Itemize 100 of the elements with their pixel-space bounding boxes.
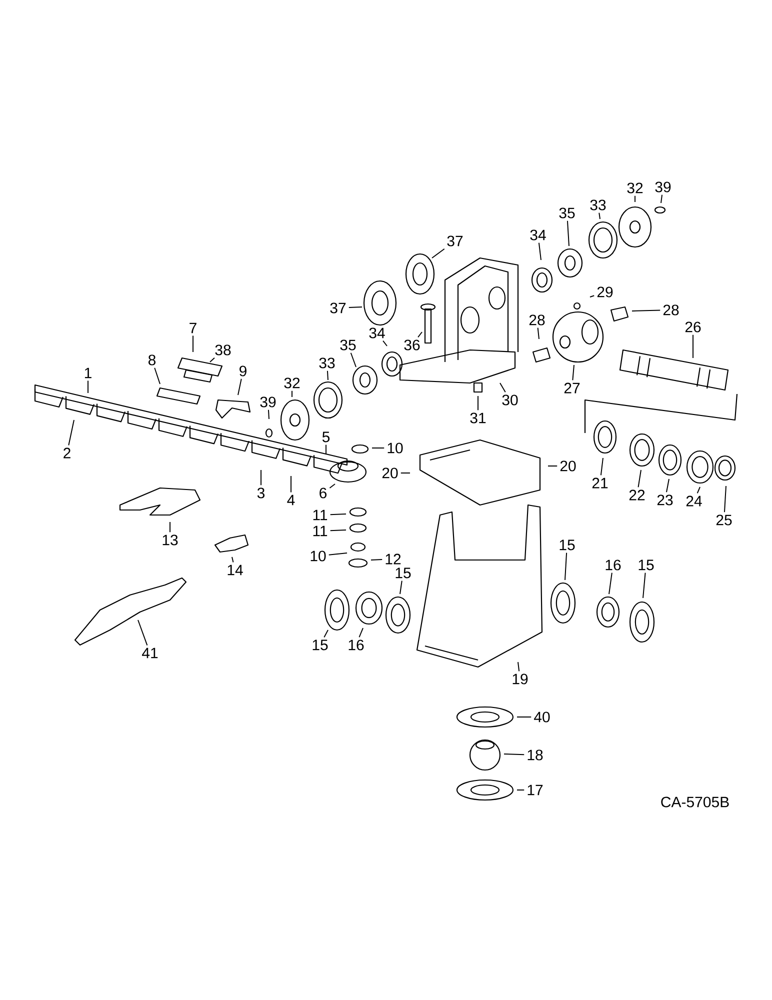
leader-line: [634, 195, 636, 202]
callout-number: 30: [502, 394, 518, 406]
callout-number: 34: [530, 230, 546, 240]
callout-number: 21: [592, 478, 608, 488]
callout-number: 31: [470, 412, 486, 424]
callout-number: 34: [369, 328, 385, 338]
callout-number: 23: [657, 494, 673, 506]
leader-line: [632, 310, 661, 312]
callout-number: 17: [528, 784, 543, 796]
callout-number: 11: [313, 526, 328, 536]
callout-number: 32: [627, 182, 643, 194]
callout-number: 28: [663, 304, 679, 316]
callout-number: 33: [590, 200, 606, 210]
leader-line: [600, 458, 604, 476]
leader-line: [642, 572, 646, 598]
leader-line: [238, 378, 242, 396]
leader-line: [572, 364, 574, 381]
callout-number: 7: [190, 322, 196, 334]
leader-line: [516, 716, 532, 718]
leader-line: [724, 486, 726, 513]
leader-line: [350, 352, 356, 368]
callout-number: 26: [685, 322, 701, 332]
callout-number: 36: [404, 340, 420, 350]
callout-number: 8: [148, 354, 156, 366]
leader-line: [268, 409, 270, 420]
leader-line: [566, 220, 570, 246]
callout-number: 35: [559, 208, 575, 218]
callout-number: 16: [348, 640, 364, 650]
leader-line: [538, 242, 542, 260]
callout-number: 33: [319, 358, 335, 368]
callout-number: 28: [529, 314, 545, 326]
leader-line: [192, 335, 194, 352]
callout-number: 37: [330, 302, 346, 314]
leader-line: [696, 486, 700, 494]
leader-line: [330, 530, 346, 532]
callout-number: 19: [512, 674, 528, 684]
leader-line: [260, 470, 262, 486]
callout-number: 15: [638, 560, 654, 570]
leader-line: [370, 559, 383, 560]
leader-line: [590, 295, 595, 298]
callout-number: 4: [287, 494, 295, 506]
leader-line: [328, 552, 348, 556]
callout-number: 16: [606, 560, 621, 570]
callout-number: 22: [629, 490, 645, 500]
leader-line: [326, 370, 328, 380]
leader-line: [400, 472, 410, 474]
leader-line: [210, 357, 215, 362]
callout-number: 10: [310, 550, 326, 562]
drawing-number: CA-5705B: [661, 796, 729, 808]
leader-line: [518, 662, 520, 672]
callout-number: 27: [564, 382, 580, 394]
callout-number: 14: [228, 564, 243, 576]
callout-number: 9: [240, 366, 246, 376]
callout-number: 40: [534, 712, 550, 722]
callout-number: 32: [284, 378, 300, 388]
callout-number: 5: [322, 432, 330, 442]
callout-number: 2: [64, 448, 70, 458]
leader-line: [358, 628, 364, 638]
callout-number: 41: [142, 648, 158, 658]
callout-number: 39: [260, 396, 276, 408]
callout-number: 37: [447, 236, 463, 246]
leader-line: [290, 476, 292, 493]
callout-number: 6: [320, 488, 327, 498]
leader-line: [324, 630, 328, 638]
callout-number: 18: [528, 750, 543, 760]
leader-line: [608, 572, 612, 594]
callout-number: 24: [686, 496, 702, 506]
leader-line: [382, 340, 388, 346]
leader-line: [232, 556, 234, 563]
callout-number: 15: [560, 540, 575, 550]
leader-line: [504, 754, 525, 756]
callout-number: 15: [312, 640, 328, 650]
leader-line: [418, 332, 422, 338]
leader-line: [692, 334, 694, 358]
callout-number: 3: [257, 488, 265, 498]
leader-line: [400, 580, 402, 594]
callout-number: 25: [716, 514, 732, 526]
leader-line: [500, 382, 506, 393]
callout-number: 12: [386, 554, 401, 564]
leader-line: [68, 420, 74, 446]
callout-number: 35: [340, 340, 356, 350]
callout-number: 38: [215, 344, 231, 356]
leader-line: [537, 327, 540, 340]
leader-line: [154, 367, 160, 384]
callout-number: 20: [560, 460, 576, 472]
callout-number: 29: [597, 286, 613, 298]
callout-number: 13: [162, 534, 178, 546]
leader-line: [329, 484, 336, 488]
leader-line: [598, 212, 600, 220]
callout-number: 1: [84, 368, 92, 378]
callout-number: 11: [313, 510, 328, 520]
leader-line: [348, 306, 362, 308]
callout-number: 15: [396, 568, 411, 578]
callout-number: 20: [382, 468, 398, 478]
callout-number: 10: [388, 442, 403, 454]
leader-line: [564, 552, 568, 580]
callout-number: 39: [655, 182, 671, 192]
leader-line: [138, 620, 148, 646]
leader-line: [660, 194, 663, 204]
leader-line: [666, 478, 670, 493]
